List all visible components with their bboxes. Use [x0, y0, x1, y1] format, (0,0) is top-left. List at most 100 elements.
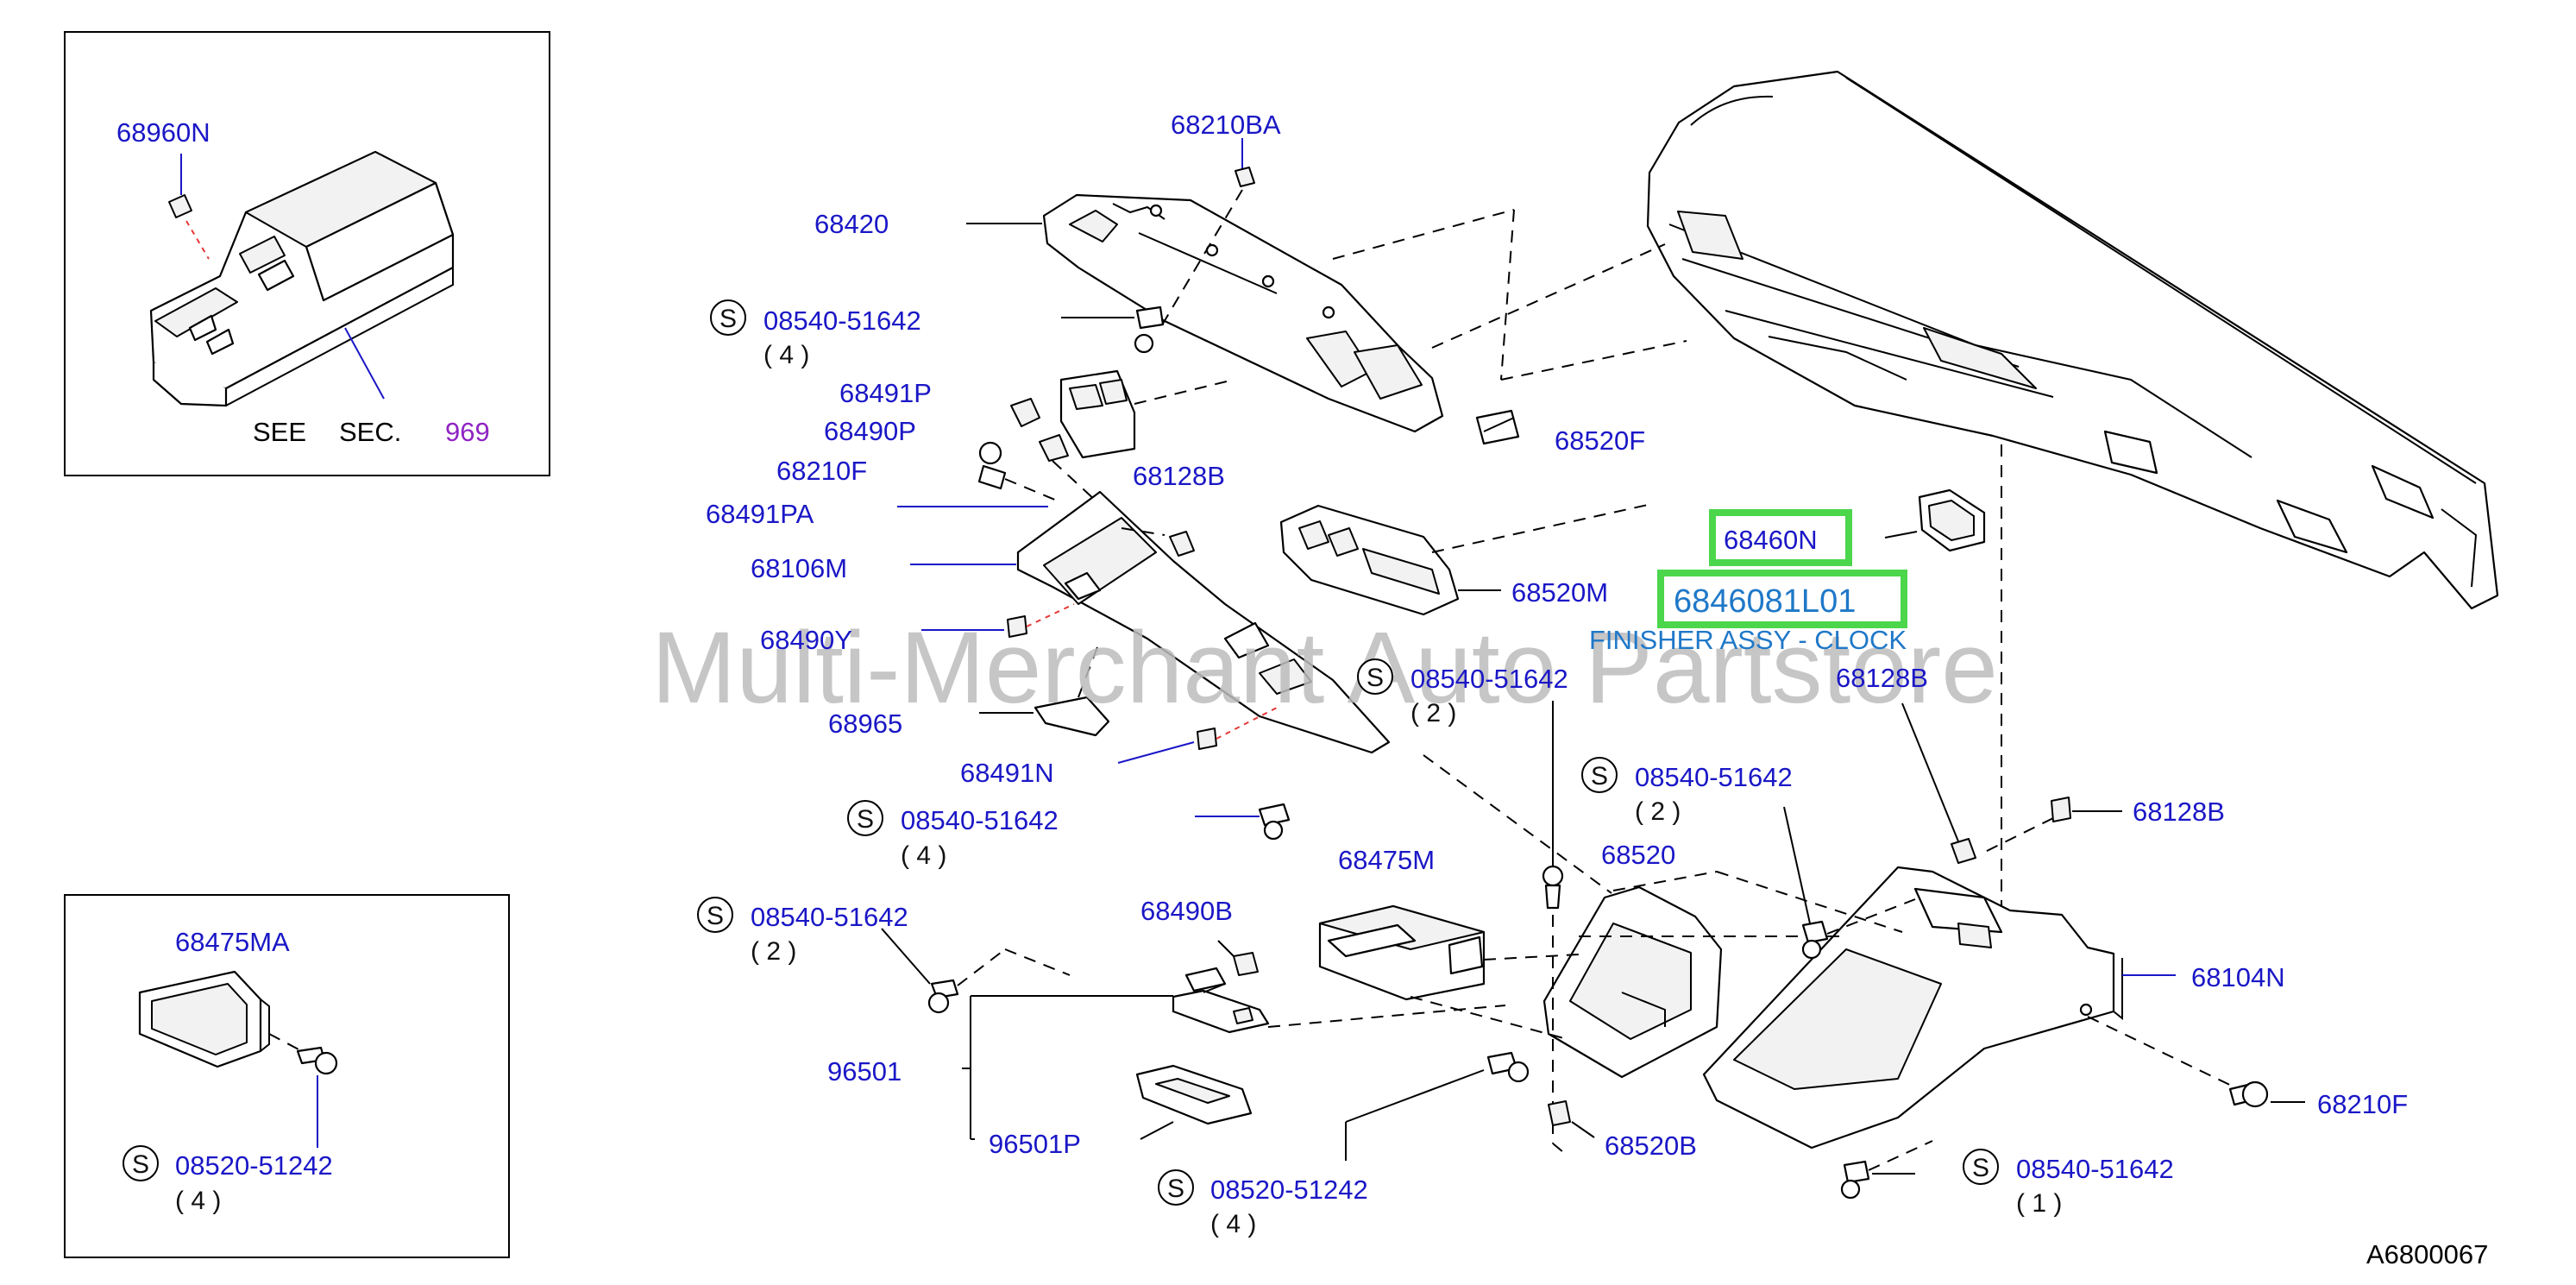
console-box-shape: [149, 150, 455, 407]
finisher-68420-shape: [1042, 193, 1444, 433]
svg-text:( 2 ): ( 2 ): [1411, 699, 1456, 728]
clip-68491PA-shape: [1039, 434, 1069, 462]
label-68965[interactable]: 68965: [828, 709, 902, 739]
label-68460N[interactable]: 68460N: [1724, 525, 1818, 555]
bracket-68965-shape: [1034, 696, 1110, 737]
dash-68520-b: [1716, 871, 1903, 933]
highlight-6846081L01[interactable]: 6846081L01: [1657, 570, 1907, 628]
inset-top-frame: [64, 31, 550, 476]
svg-text:( 2 ): ( 2 ): [1635, 797, 1681, 826]
finisher-68520M-shape: [1279, 504, 1460, 616]
label-96501P[interactable]: 96501P: [989, 1129, 1081, 1159]
dash-68128B-a: [1121, 527, 1165, 536]
pocket-68475MA-shape: [138, 970, 270, 1068]
label-68128B-b[interactable]: 68128B: [1836, 663, 1928, 693]
watermark: Multi-Merchant Auto Partstore: [651, 611, 1998, 725]
svg-text:08540-51642: 08540-51642: [763, 306, 921, 336]
leader-see-sec: [344, 327, 385, 400]
clip-68210F-b-shape: [2228, 1080, 2269, 1108]
label-68491PA[interactable]: 68491PA: [706, 499, 814, 529]
screw-label-top[interactable]: S 08540-51642 ( 4 ): [710, 299, 921, 369]
inset-bottom-frame: [64, 894, 510, 1258]
dash-panel-4: [1431, 243, 1666, 349]
dash-panel-2: [1500, 209, 1515, 381]
dash-screw-right: [1826, 898, 1916, 935]
dash-68960N: [185, 220, 210, 260]
svg-text:08540-51642: 08540-51642: [1411, 664, 1568, 694]
label-68210F-b[interactable]: 68210F: [2317, 1089, 2408, 1119]
dash-68210F-b: [2087, 1016, 2240, 1090]
clip-68490Y-shape: [1007, 615, 1027, 638]
dash-68475MA: [268, 1033, 303, 1052]
svg-text:S: S: [1591, 762, 1608, 791]
label-68128B-c[interactable]: 68128B: [2133, 797, 2225, 827]
screw-bottom-right-shape: [1840, 1160, 1870, 1200]
label-68490B[interactable]: 68490B: [1140, 896, 1233, 926]
label-68520F[interactable]: 68520F: [1555, 425, 1645, 456]
leader-68520B: [1571, 1121, 1595, 1138]
dash-96501: [1267, 1005, 1506, 1028]
leader-screw-lower-left: [881, 928, 931, 985]
clip-68128B-b-shape: [1951, 838, 1976, 864]
dash-68128B-c: [1979, 817, 2054, 855]
screw-label-bottom-center[interactable]: S 08520-51242 ( 4 ): [1158, 1169, 1368, 1238]
screw-mid-center-shape: [1542, 865, 1564, 910]
screw-label-lower-left[interactable]: S 08540-51642 ( 2 ): [697, 897, 908, 966]
label-68520[interactable]: 68520: [1601, 840, 1675, 870]
svg-text:S: S: [1972, 1154, 1989, 1182]
leader-68460N: [1884, 531, 1918, 539]
label-96501[interactable]: 96501: [827, 1056, 902, 1087]
label-68420[interactable]: 68420: [814, 209, 889, 239]
dash-68491PA: [1052, 460, 1096, 501]
label-68210F-a[interactable]: 68210F: [776, 456, 867, 486]
highlight-68460N[interactable]: 68460N: [1709, 509, 1852, 566]
console-68104N-shape: [1702, 866, 2123, 1150]
svg-text:S: S: [132, 1150, 149, 1179]
holder-96501P-shape: [1135, 1064, 1253, 1125]
label-68490Y[interactable]: 68490Y: [760, 625, 852, 655]
see-text: SEE: [253, 417, 306, 447]
dash-68491P: [1134, 379, 1235, 405]
svg-text:( 4 ): ( 4 ): [901, 841, 946, 870]
dash-68520-a: [1612, 871, 1718, 891]
label-68104N[interactable]: 68104N: [2191, 962, 2285, 992]
screw-bottom-center-shape: [1486, 1051, 1530, 1083]
screw-inset-shape: [296, 1046, 338, 1075]
label-68210BA[interactable]: 68210BA: [1171, 110, 1281, 140]
clip-68128B-c-shape: [2051, 797, 2071, 822]
screw-label-bottom-right[interactable]: S 08540-51642 ( 1 ): [1963, 1149, 2174, 1218]
svg-text:08540-51642: 08540-51642: [2016, 1154, 2174, 1184]
sec-969-link[interactable]: 969: [445, 417, 490, 447]
svg-text:( 4 ): ( 4 ): [1210, 1210, 1256, 1238]
clip-68490B-shape: [1233, 952, 1259, 976]
screw-label-mid-right[interactable]: S 08540-51642 ( 2 ): [1581, 757, 1793, 826]
dash-68210BA: [1159, 189, 1243, 329]
dash-screw-lower-left-b: [1004, 948, 1071, 976]
selected-part-number[interactable]: 6846081L01: [1674, 583, 1856, 620]
clip-68491N-shape: [1197, 728, 1217, 750]
label-68128B-a[interactable]: 68128B: [1133, 461, 1225, 491]
svg-text:( 1 ): ( 1 ): [2016, 1189, 2062, 1218]
svg-text:S: S: [719, 305, 737, 333]
leader-screw-right: [1783, 806, 1811, 924]
screw-right-shape: [1801, 920, 1829, 960]
label-68490P[interactable]: 68490P: [824, 416, 916, 446]
dash-68475M: [1483, 954, 1580, 961]
leader-screw-bottom-center-b: [1345, 1069, 1485, 1123]
screw-label-mid-center[interactable]: S 08540-51642 ( 2 ): [1357, 658, 1568, 728]
label-68475MA[interactable]: 68475MA: [175, 927, 290, 957]
screw-label-mid-left[interactable]: S 08540-51642 ( 4 ): [847, 800, 1059, 870]
label-68475M[interactable]: 68475M: [1338, 845, 1435, 875]
clip-68128B-a-shape: [1169, 531, 1195, 557]
svg-text:( 4 ): ( 4 ): [763, 341, 809, 369]
label-68520M[interactable]: 68520M: [1511, 577, 1608, 608]
label-68520B[interactable]: 68520B: [1605, 1131, 1697, 1161]
inset-bolt-label[interactable]: S 08520-51242 ( 4 ): [123, 1145, 333, 1215]
dash-68490Y: [1026, 603, 1075, 627]
svg-text:( 4 ): ( 4 ): [175, 1187, 221, 1215]
svg-text:08520-51242: 08520-51242: [175, 1150, 333, 1181]
label-68106M[interactable]: 68106M: [751, 553, 847, 583]
label-68491P[interactable]: 68491P: [839, 378, 932, 408]
label-68960N[interactable]: 68960N: [116, 117, 210, 148]
label-68491N[interactable]: 68491N: [960, 758, 1054, 788]
